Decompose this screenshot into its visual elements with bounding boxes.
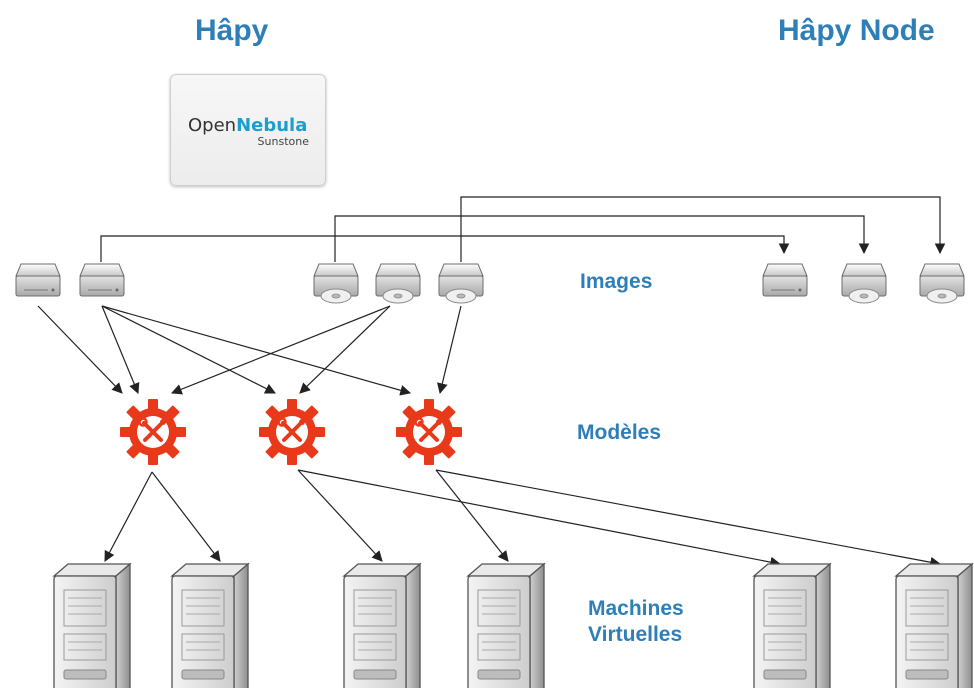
link (299, 305, 391, 394)
opennebula-logo: OpenNebula Sunstone (170, 74, 326, 186)
cdrom-drive-icon (313, 263, 359, 304)
link (101, 305, 276, 394)
link-cd-to-node-2 (460, 196, 946, 262)
link (435, 469, 509, 562)
server-tower-icon (895, 563, 973, 688)
vms-label-line2: Virtuelles (588, 623, 683, 646)
link-disk-to-node (100, 235, 790, 262)
link (170, 305, 391, 395)
link (151, 471, 221, 562)
server-tower-icon (53, 563, 131, 688)
link-cd-to-node-1 (334, 215, 870, 262)
node-image-links (100, 196, 946, 262)
hard-drive-icon (15, 263, 61, 297)
link (101, 305, 140, 394)
template-vm-links (104, 469, 942, 568)
cdrom-drive-icon (919, 263, 965, 304)
link (297, 469, 383, 562)
templates-label: Modèles (577, 421, 662, 444)
server-tower-icon (467, 563, 545, 688)
server-tower-icon (753, 563, 831, 688)
gear-tools-icon (257, 397, 327, 467)
cdrom-drive-icon (375, 263, 421, 304)
hard-drive-icon (79, 263, 125, 297)
link (437, 305, 462, 395)
server-tower-icon (171, 563, 249, 688)
hapy-node-title: Hâpy Node (778, 14, 935, 47)
logo-subtitle: Sunstone (257, 135, 309, 148)
server-tower-icon (343, 563, 421, 688)
link (297, 469, 782, 568)
link (104, 471, 153, 562)
image-template-links (37, 305, 462, 396)
link (435, 469, 942, 568)
images-label: Images (580, 270, 653, 293)
link (37, 305, 123, 394)
vms-label: Machines Virtuelles (588, 596, 684, 648)
hapy-title: Hâpy (195, 14, 269, 47)
vms-label-line1: Machines (588, 597, 684, 620)
gear-tools-icon (394, 397, 464, 467)
logo-wordmark: OpenNebula (188, 115, 308, 136)
gear-tools-icon (118, 397, 188, 467)
cdrom-drive-icon (841, 263, 887, 304)
hard-drive-icon (762, 263, 808, 297)
cdrom-drive-icon (438, 263, 484, 304)
link (101, 305, 412, 396)
